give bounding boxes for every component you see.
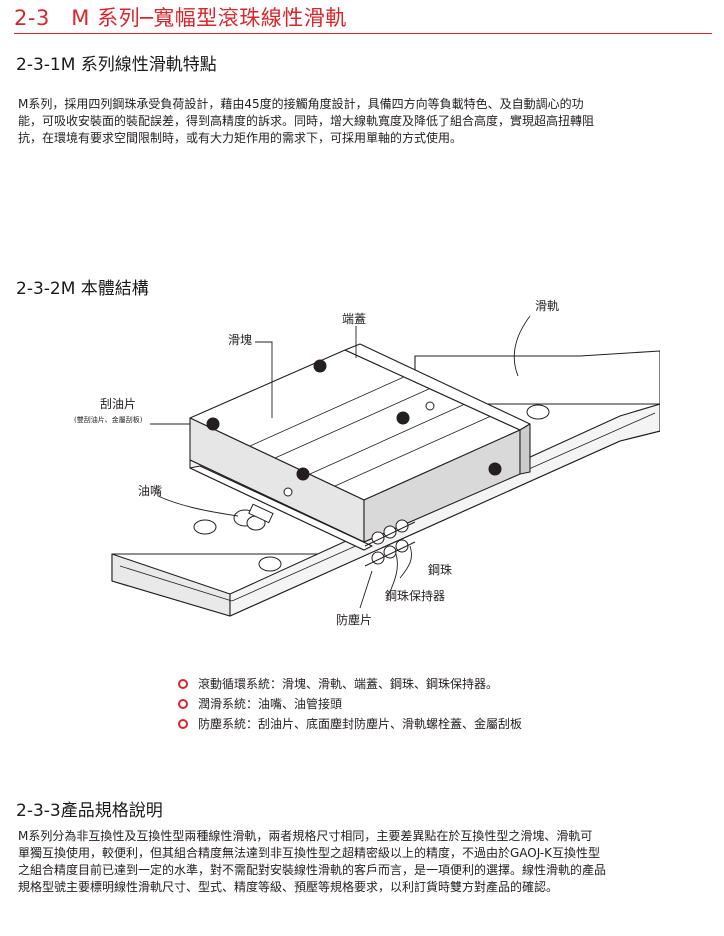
list-item: 潤滑系統：油嘴、油管接頭 <box>178 694 522 714</box>
paragraph-line: 之組合精度目前已達到一定的水準，對不需配對安裝線性滑軌的客戶而言，是一項便利的選… <box>18 863 607 877</box>
title-rule <box>14 33 712 34</box>
cap-hole <box>425 401 435 411</box>
rail-hole <box>526 404 550 420</box>
rail-hole <box>193 519 217 535</box>
balls-and-retainer <box>364 519 416 567</box>
label-block: 滑塊 <box>228 332 252 347</box>
specs-paragraph: M系列分為非互換性及互換性型兩種線性滑軌，兩者規格尺寸相同，主要差異點在於互換性… <box>18 828 712 896</box>
section-heading-structure: 2-3-2M 本體結構 <box>16 279 149 299</box>
cap-hole <box>283 487 293 497</box>
label-seal: 防塵片 <box>336 612 372 627</box>
leader-lines <box>150 315 531 609</box>
section-heading-specs: 2-3-3產品規格說明 <box>16 801 163 821</box>
block-hole <box>488 462 502 476</box>
label-ball: 鋼珠 <box>428 563 452 577</box>
grease-nipple-illustration <box>233 503 274 531</box>
label-end-cap: 端蓋 <box>342 312 366 326</box>
ring-bullet-icon <box>178 719 188 729</box>
ball <box>395 519 409 533</box>
paragraph-line: 能，可吸收安裝面的裝配誤差，得到高精度的訴求。同時，增大線軌寬度及降低了組合高度… <box>18 114 595 128</box>
paragraph-line: 規格型號主要標明線性滑軌尺寸、型式、精度等級、預壓等規格要求，以利訂貨時雙方對產… <box>18 880 559 894</box>
block-hole <box>396 411 410 425</box>
section-heading-features: 2-3-1M 系列線性滑軌特點 <box>16 55 217 75</box>
structure-diagram: 滑軌 端蓋 滑塊 刮油片 (雙刮油片、金屬刮板) 油嘴 鋼珠 鋼珠保持器 防塵片 <box>74 298 660 627</box>
label-rail: 滑軌 <box>535 298 559 313</box>
ball <box>395 539 409 553</box>
rail-hole <box>258 556 282 572</box>
paragraph-line: M系列分為非互換性及互換性型兩種線性滑軌，兩者規格尺寸相同，主要差異點在於互換性… <box>18 829 593 843</box>
label-grease-nipple: 油嘴 <box>138 484 162 498</box>
slide-block <box>189 343 531 551</box>
label-retainer: 鋼珠保持器 <box>385 588 445 603</box>
list-item: 滾動循環系統：滑塊、滑軌、端蓋、鋼珠、鋼珠保持器。 <box>178 674 522 694</box>
callout-labels: 滑軌 端蓋 滑塊 刮油片 (雙刮油片、金屬刮板) 油嘴 鋼珠 鋼珠保持器 防塵片 <box>74 298 559 627</box>
features-paragraph: M系列，採用四列鋼珠承受負荷設計，藉由45度的接觸角度設計，具備四方向等負載特色… <box>18 96 712 147</box>
paragraph-line: M系列，採用四列鋼珠承受負荷設計，藉由45度的接觸角度設計，具備四方向等負載特色… <box>18 97 584 111</box>
block-bolt-holes <box>206 359 502 497</box>
label-scraper: 刮油片 <box>100 397 136 411</box>
ring-bullet-icon <box>178 679 188 689</box>
block-hole <box>313 359 327 373</box>
block-hole <box>206 417 220 431</box>
system-list: 滾動循環系統：滑塊、滑軌、端蓋、鋼珠、鋼珠保持器。 潤滑系統：油嘴、油管接頭 防… <box>178 674 522 734</box>
paragraph-line: 抗，在環境有要求空間限制時，或有大力矩作用的需求下，可採用單軸的方式使用。 <box>18 131 463 145</box>
ring-bullet-icon <box>178 699 188 709</box>
page-title: 2-3 M 系列─寬幅型滾珠線性滑軌 <box>14 6 347 30</box>
label-scraper-note: (雙刮油片、金屬刮板) <box>74 415 143 424</box>
block-hole <box>296 467 310 481</box>
paragraph-line: 單獨互換使用，較便利，但其組合精度無法達到非互換性型之超精密級以上的精度，不過由… <box>18 846 601 860</box>
list-item: 防塵系統：刮油片、底面塵封防塵片、滑軌螺栓蓋、金屬刮板 <box>178 714 522 734</box>
